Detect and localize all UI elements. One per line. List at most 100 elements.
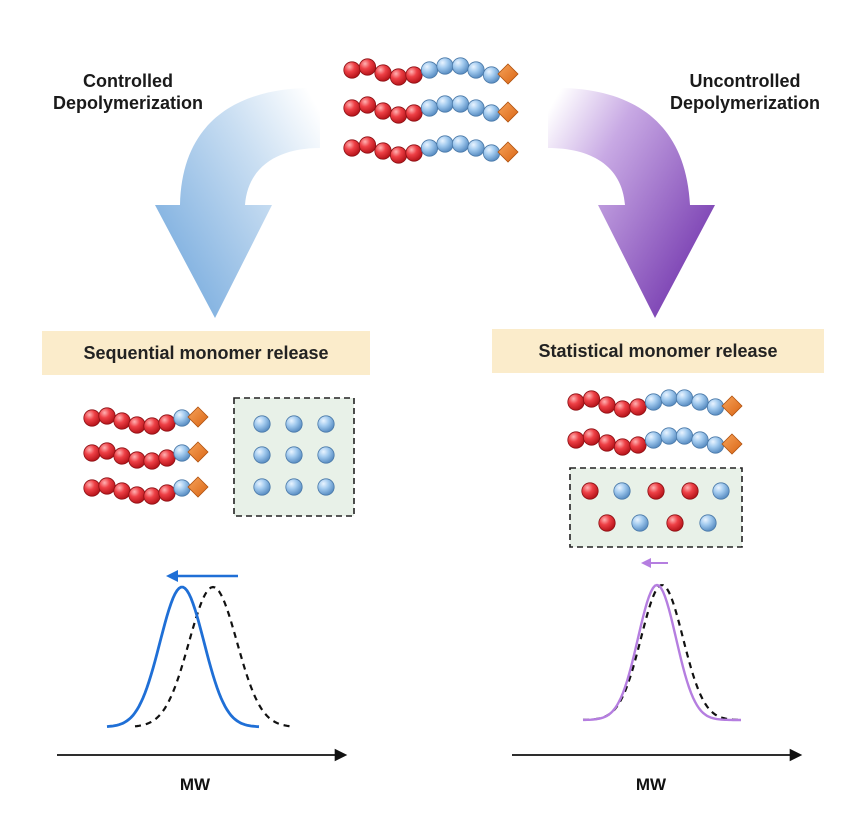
red-monomer-bead (128, 451, 146, 469)
red-monomer-bead (567, 431, 585, 449)
red-monomer-bead (629, 398, 647, 416)
blue-monomer-bead (467, 99, 485, 117)
polymer-chain (343, 95, 519, 124)
released-monomers-box-right (569, 467, 743, 548)
red-monomer-bead (143, 452, 161, 470)
red-monomer-bead (113, 412, 131, 430)
end-cap-diamond-icon (497, 63, 519, 85)
red-monomer-bead (681, 482, 699, 500)
polymer-chain (83, 476, 209, 505)
blue-monomer-bead (631, 514, 649, 532)
red-monomer-bead (581, 482, 599, 500)
red-monomer-bead (389, 68, 408, 86)
red-monomer-bead (374, 64, 392, 82)
red-monomer-bead (582, 390, 601, 408)
red-monomer-bead (158, 484, 176, 502)
red-monomer-bead (647, 482, 665, 500)
end-cap-diamond-icon (187, 476, 209, 498)
blue-monomer-bead (706, 436, 725, 454)
controlled-depolymerization-arrow (155, 87, 320, 319)
red-monomer-bead (613, 438, 632, 456)
blue-monomer-bead (285, 478, 303, 496)
blue-monomer-bead (253, 415, 271, 433)
blue-monomer-bead (436, 95, 454, 113)
blue-monomer-bead (173, 479, 191, 497)
blue-monomer-bead (660, 389, 678, 407)
blue-monomer-bead (467, 61, 485, 79)
red-monomer-bead (666, 514, 684, 532)
blue-monomer-bead (482, 66, 501, 84)
uncontrolled-label-line2: Depolymerization (669, 93, 821, 113)
end-cap-diamond-icon (497, 101, 519, 123)
red-monomer-bead (598, 396, 616, 414)
red-monomer-bead (83, 444, 101, 462)
blue-monomer-bead (451, 57, 470, 75)
blue-monomer-bead (706, 398, 725, 416)
end-cap-diamond-icon (721, 395, 743, 417)
blue-monomer-bead (660, 427, 678, 445)
uncontrolled-mw-curve (583, 583, 741, 722)
blue-monomer-bead (675, 427, 694, 445)
uncontrolled-depolymerization-arrow (548, 87, 715, 319)
blue-monomer-bead (712, 482, 730, 500)
polymer-chain (343, 135, 519, 164)
red-monomer-bead (158, 449, 176, 467)
controlled-label-line2: Depolymerization (52, 93, 204, 113)
uncontrolled-depolymerization-label: Uncontrolled Depolymerization (640, 70, 850, 114)
blue-monomer-bead (613, 482, 631, 500)
red-monomer-bead (405, 104, 423, 122)
polymer-chain (83, 441, 209, 470)
red-monomer-bead (374, 102, 392, 120)
blue-monomer-bead (482, 104, 501, 122)
blue-monomer-bead (436, 57, 454, 75)
polymer-chain (83, 406, 209, 435)
blue-monomer-bead (699, 514, 717, 532)
blue-monomer-bead (253, 478, 271, 496)
sequential-release-banner: Sequential monomer release (42, 331, 370, 375)
blue-monomer-bead (317, 446, 335, 464)
red-monomer-bead (98, 442, 116, 460)
red-monomer-bead (405, 66, 423, 84)
red-monomer-bead (128, 486, 146, 504)
red-monomer-bead (113, 482, 131, 500)
uncontrolled-label-line1: Uncontrolled (689, 71, 801, 91)
red-monomer-bead (629, 436, 647, 454)
blue-monomer-bead (644, 431, 663, 449)
statistical-release-banner: Statistical monomer release (492, 329, 824, 373)
blue-monomer-bead (482, 144, 501, 162)
original-mw-curve-left (134, 585, 292, 728)
red-monomer-bead (582, 428, 601, 446)
polymer-chain (343, 57, 519, 86)
red-monomer-bead (405, 144, 423, 162)
free-monomers-group (253, 415, 730, 532)
mw-distribution-curves (106, 583, 742, 729)
blue-monomer-bead (173, 409, 191, 427)
red-monomer-bead (98, 407, 116, 425)
red-monomer-bead (113, 447, 131, 465)
blue-monomer-bead (467, 139, 485, 157)
red-monomer-bead (613, 400, 632, 418)
blue-monomer-bead (317, 478, 335, 496)
red-monomer-bead (598, 434, 616, 452)
mw-axis-label-left: MW (179, 775, 211, 794)
polymer-chain (567, 389, 743, 418)
blue-monomer-bead (691, 393, 709, 411)
mw-axis-label-right: MW (635, 775, 667, 794)
controlled-label-line1: Controlled (83, 71, 173, 91)
red-monomer-bead (343, 139, 361, 157)
red-monomer-bead (389, 106, 408, 124)
blue-monomer-bead (253, 446, 271, 464)
blue-monomer-bead (420, 99, 439, 117)
red-monomer-bead (567, 393, 585, 411)
end-cap-diamond-icon (497, 141, 519, 163)
red-monomer-bead (343, 99, 361, 117)
blue-monomer-bead (451, 95, 470, 113)
polymer-chains-group (83, 57, 743, 505)
red-monomer-bead (389, 146, 408, 164)
blue-monomer-bead (173, 444, 191, 462)
controlled-mw-curve (106, 585, 260, 729)
blue-monomer-bead (317, 415, 335, 433)
blue-monomer-bead (644, 393, 663, 411)
red-monomer-bead (158, 414, 176, 432)
